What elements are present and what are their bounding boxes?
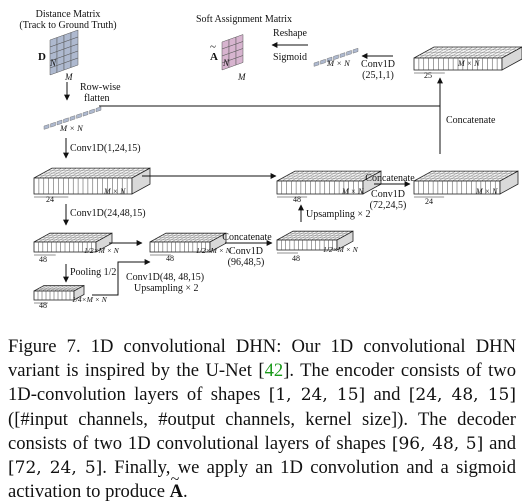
kernel-72-label: (72,24,5) xyxy=(370,200,407,211)
sigmoid-MxN-label: M × N xyxy=(326,58,351,68)
sigmoid-vector-cell xyxy=(320,58,326,65)
caption-text-4: ([#input channels, #output channels, ker… xyxy=(8,408,516,454)
tensor-side-face xyxy=(501,46,522,71)
tensor-25-channels: 25 xyxy=(424,71,432,80)
caption-text-7: . xyxy=(183,481,188,503)
conv1d-1-label: Conv1D(1,24,15) xyxy=(70,143,141,154)
citation-link-42[interactable]: 42 xyxy=(264,360,284,382)
kernel-96-label: (96,48,5) xyxy=(228,257,265,268)
tensor-48-middle-label: 1/2×M × N xyxy=(196,246,232,255)
tilde-A-mark: ~ xyxy=(210,41,216,53)
flattened-vector-cell xyxy=(95,106,102,113)
pooling-label: Pooling 1/2 xyxy=(70,267,116,278)
caption-text-1: 1D convolutional DHN: Our 1D convolution… xyxy=(8,336,516,382)
tensor-25-MxN: M × N xyxy=(457,59,480,68)
flatten-label: flatten xyxy=(84,93,110,104)
shape-1: [1, 24, 15] xyxy=(268,385,366,406)
figure-caption: Figure 7. 1D convolutional DHN: Our 1D c… xyxy=(8,335,516,504)
concatenate-mid-label: Concatenate xyxy=(365,173,415,184)
conv1d-48-label: Conv1D(48, 48,15) xyxy=(126,272,204,283)
matrix-D-label: D xyxy=(38,51,46,63)
conv1d-top-label: Conv1D xyxy=(361,59,395,70)
sigmoid-vector-cell xyxy=(313,61,320,67)
distance-matrix-grid xyxy=(49,29,79,76)
tensor-48-quarter-label: 1/4×M × N xyxy=(72,295,108,304)
tensor-48-decoder xyxy=(276,230,354,254)
caption-text-5: and xyxy=(483,432,517,454)
sigmoid-vector xyxy=(313,47,359,67)
distance-matrix-subtitle: (Track to Ground Truth) xyxy=(19,20,116,31)
flattened-vector-cell xyxy=(76,113,82,119)
concatenate-right-label: Concatenate xyxy=(446,115,496,126)
tensor-side-face xyxy=(73,284,85,301)
arrow-upsample-bottom xyxy=(92,259,151,296)
flattened-vector-cell xyxy=(82,110,89,117)
flattened-vector-cell xyxy=(63,117,69,124)
shape-3: [96, 48, 5] xyxy=(391,433,484,454)
kernel-25-label: (25,1,1) xyxy=(362,70,394,81)
flattened-vector-cell xyxy=(43,124,50,130)
tensor-side-face xyxy=(336,230,354,251)
soft-assignment-title: Soft Assignment Matrix xyxy=(196,14,292,25)
tensor-48-middle xyxy=(149,232,227,256)
caption-matrix-A: A xyxy=(170,481,183,502)
soft-N-label: N xyxy=(222,58,230,68)
upsampling-bottom-label: Upsampling × 2 xyxy=(134,283,199,294)
flattened-vector-cell xyxy=(56,119,63,126)
flattened-vector-cell xyxy=(69,115,76,121)
concatenate-bottom-label: Concatenate xyxy=(222,232,272,243)
tensor-48-upper-MxN: M × N xyxy=(341,187,364,196)
tensor-48-middle-channels: 48 xyxy=(166,254,174,263)
sigmoid-vector-cell xyxy=(326,56,333,63)
conv1d-mid-label: Conv1D xyxy=(371,189,405,200)
tensor-48-decoder-channels: 48 xyxy=(292,254,300,263)
sigmoid-vector-cell xyxy=(346,50,352,56)
tensor-24-channels: 24 xyxy=(46,195,54,204)
sigmoid-label: Sigmoid xyxy=(273,52,307,63)
sigmoid-vector-cell xyxy=(339,52,346,58)
distance-matrix-title: Distance Matrix xyxy=(36,9,101,20)
flattened-vector-cell xyxy=(89,108,95,115)
shape-2: [24, 48, 15] xyxy=(408,385,516,406)
distance-matrix-cell xyxy=(70,57,79,68)
tensor-48-decoder-label: 1/2×M × N xyxy=(323,245,359,254)
conv1d-2-label: Conv1D(24,48,15) xyxy=(70,208,146,219)
caption-figure-number: Figure 7. xyxy=(8,336,81,357)
tensor-24-decoder xyxy=(413,170,519,198)
sigmoid-vector-cell xyxy=(333,54,339,61)
tensor-24-MxN: M × N xyxy=(103,187,126,196)
tensor-48-quarter-channels: 48 xyxy=(39,301,47,310)
tensor-48-quarter xyxy=(33,284,85,304)
tensor-48-half-label: 1/2×M × N xyxy=(84,246,120,255)
flattened-MxN-label: M × N xyxy=(59,123,84,133)
tensor-side-face xyxy=(131,167,151,195)
tensor-48-channels: 48 xyxy=(39,255,47,264)
conv1d-bottom-label: Conv1D xyxy=(229,246,263,257)
shape-4: [72, 24, 5] xyxy=(8,458,103,479)
distance-M-label: M xyxy=(64,72,73,82)
figure-7-diagram: Distance Matrix (Track to Ground Truth) … xyxy=(19,9,522,310)
tensor-side-face xyxy=(499,170,519,195)
tensor-24-decoder-MxN: M × N xyxy=(475,187,498,196)
soft-M-label: M xyxy=(237,72,246,82)
caption-text-3: and xyxy=(365,384,409,406)
matrix-A-label: A xyxy=(210,51,218,63)
sigmoid-vector-cell xyxy=(352,47,359,54)
upsampling-mid-label: Upsampling × 2 xyxy=(306,209,371,220)
distance-N-label: N xyxy=(49,58,57,68)
row-wise-label: Row-wise xyxy=(80,82,121,93)
tensor-25-top xyxy=(413,46,522,74)
flattened-vector-cell xyxy=(50,121,56,128)
caption-text-2: ]. The encoder consists of two 1D-convol… xyxy=(8,360,516,406)
tensor-24-decoder-channels: 24 xyxy=(425,197,433,206)
reshape-label: Reshape xyxy=(273,28,307,39)
soft-assignment-grid xyxy=(221,34,244,71)
soft-assignment-cell xyxy=(235,55,244,66)
tensor-48-upper-channels: 48 xyxy=(293,195,301,204)
tensor-48-upper xyxy=(276,170,382,198)
tensor-24-encoder xyxy=(33,167,151,198)
flattened-vector xyxy=(43,106,102,130)
